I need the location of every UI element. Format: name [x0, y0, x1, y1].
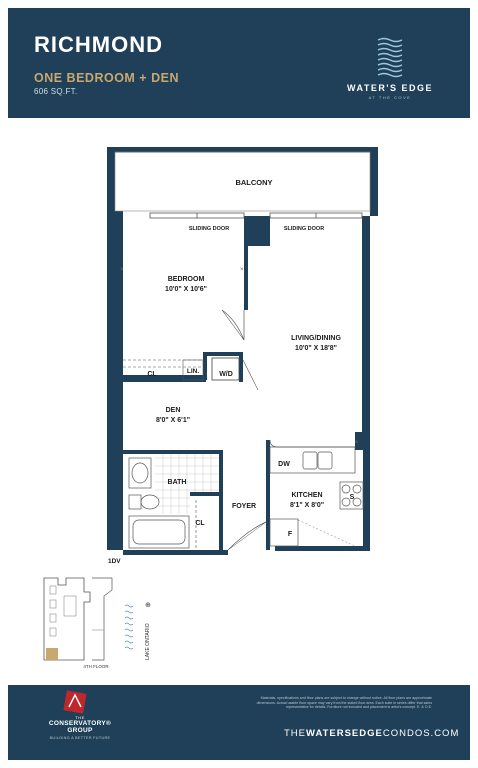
label-bath: BATH: [168, 479, 187, 486]
label-linen: LIN.: [187, 368, 199, 375]
label-sliding-door-left: SLIDING DOOR: [189, 226, 229, 232]
label-closet-upper: CL: [147, 371, 157, 378]
label-kitchen-dims: 8'1" X 8'0": [290, 502, 324, 509]
brand-name: WATER'S EDGE: [347, 83, 433, 93]
label-bedroom-dims: 10'0" X 10'6": [165, 286, 207, 293]
sliding-doors: [149, 212, 363, 219]
header-band: [8, 8, 470, 118]
unit-area: 606 SQ.FT.: [34, 87, 78, 96]
bath-tile: [155, 454, 219, 514]
developer-the: THE: [75, 715, 85, 720]
label-dishwasher: DW: [278, 461, 290, 468]
label-fridge: F: [288, 531, 293, 538]
disclaimer: Materials, specifications and floor plan…: [256, 696, 432, 710]
key-plan-floor: 4TH FLOOR: [83, 664, 109, 669]
url-prefix: THE: [284, 728, 306, 739]
walls: [107, 147, 378, 555]
unit-name: RICHMOND: [34, 32, 163, 57]
label-living-dims: 10'0" X 18'8": [295, 345, 337, 352]
unit-code: 1DV: [108, 558, 121, 565]
compass-icon: ⊕: [145, 602, 151, 609]
bath-fixtures: [128, 457, 190, 549]
label-washer-dryer: W/D: [219, 371, 233, 378]
label-den-dims: 8'0" X 6'1": [156, 417, 190, 424]
balcony-area: [114, 151, 371, 212]
label-stove: S: [350, 494, 355, 501]
waters-edge-logo-icon: [377, 37, 403, 78]
entry-door: [227, 521, 267, 551]
url-suffix: CONDOS.COM: [382, 728, 460, 739]
conservatory-group-logo-icon: [63, 690, 87, 714]
brand-subtitle: AT THE COVE: [368, 95, 412, 100]
kitchen-fixtures: [269, 439, 364, 547]
unit-type: ONE BEDROOM + DEN: [34, 71, 179, 85]
svg-text:×: ×: [120, 267, 124, 273]
label-kitchen: KITCHEN: [291, 492, 322, 499]
developer-tagline: BUILDING A BETTER FUTURE: [49, 736, 111, 740]
svg-text:×: ×: [355, 440, 359, 446]
label-bedroom: BEDROOM: [168, 276, 205, 283]
key-plan: [43, 577, 134, 661]
website-link[interactable]: THEWATERSEDGECONDOS.COM: [284, 728, 459, 739]
label-den: DEN: [166, 407, 181, 414]
label-living: LIVING/DINING: [291, 335, 341, 342]
url-bold: WATERSEDGE: [306, 728, 383, 739]
key-plan-lake: LAKE ONTARIO: [145, 623, 151, 660]
developer-name: CONSERVATORY® GROUP: [48, 720, 112, 734]
label-closet-lower: CL: [195, 520, 205, 527]
label-sliding-door-right: SLIDING DOOR: [284, 226, 324, 232]
label-foyer: FOYER: [232, 503, 256, 510]
svg-text:×: ×: [240, 267, 244, 273]
label-balcony: BALCONY: [235, 178, 272, 187]
